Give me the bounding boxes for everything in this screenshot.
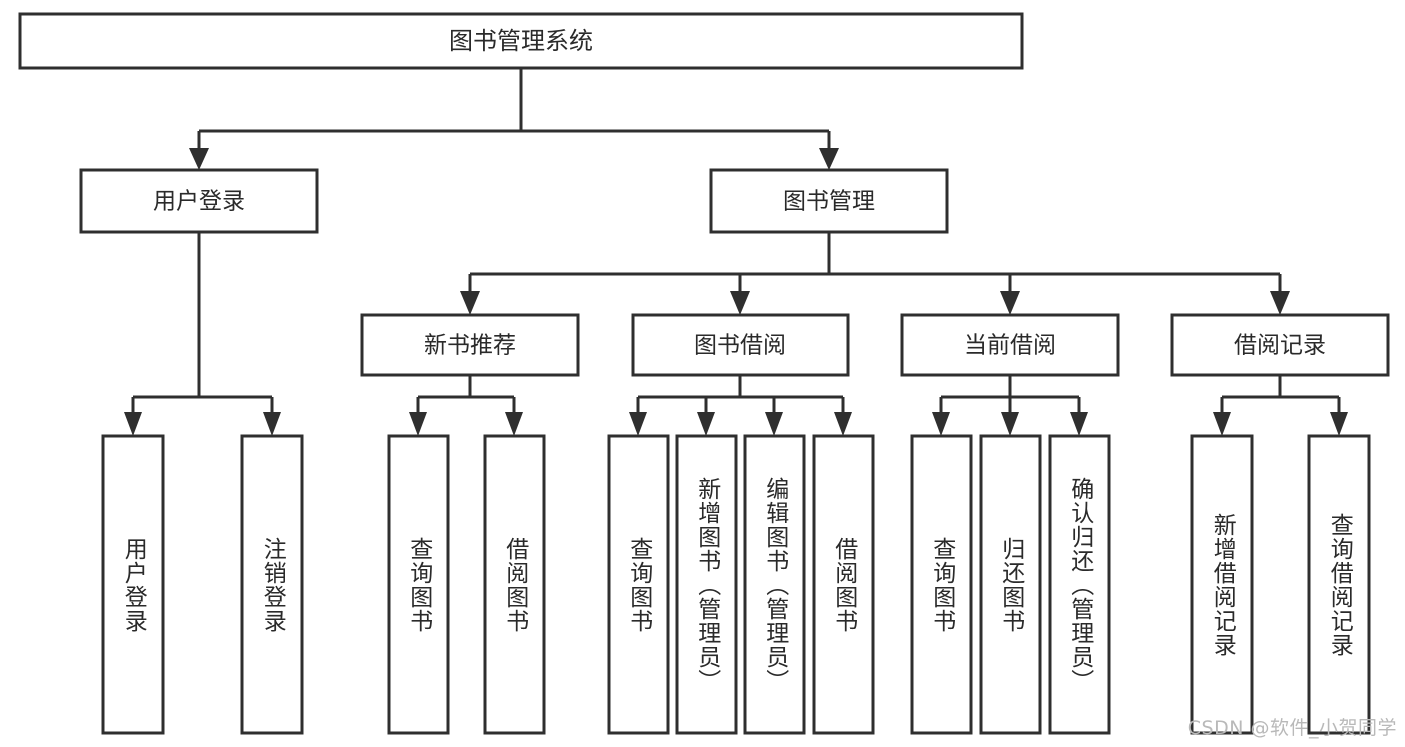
- connector-group-borrow-record: [1213, 375, 1348, 436]
- leaf-box-user-login-2[interactable]: [240, 434, 304, 735]
- arrowhead-book-manage: [819, 148, 839, 170]
- node-book-borrow[interactable]: 图书借阅: [631, 313, 850, 377]
- leaf-box-borrow-record-1[interactable]: [1190, 434, 1254, 735]
- node-new-book-recommend-box[interactable]: [360, 313, 580, 377]
- node-current-borrow-label: 当前借阅: [964, 333, 1056, 359]
- arrowhead-leaf-ul-2: [263, 412, 281, 436]
- leaf-box-book-borrow-2[interactable]: [675, 434, 738, 735]
- arrowhead-leaf-bb-3: [765, 412, 783, 436]
- node-book-borrow-box[interactable]: [631, 313, 850, 377]
- node-new-book-recommend[interactable]: 新书推荐: [360, 313, 580, 377]
- node-root-box[interactable]: [18, 12, 1024, 70]
- arrowhead-leaf-br-1: [1213, 412, 1231, 436]
- node-borrow-record-label: 借阅记录: [1234, 333, 1326, 359]
- connector-group-root: [189, 68, 839, 170]
- leaf-box-new-book-2[interactable]: [483, 434, 546, 735]
- leaf-box-book-borrow-1[interactable]: [607, 434, 670, 735]
- node-new-book-recommend-label: 新书推荐: [424, 333, 516, 359]
- arrowhead-current-borrow: [1000, 291, 1020, 315]
- arrowhead-leaf-br-2: [1330, 412, 1348, 436]
- leaf-box-current-borrow-2[interactable]: [979, 434, 1042, 735]
- leaf-box-user-login-1[interactable]: [101, 434, 165, 735]
- node-current-borrow-box[interactable]: [900, 313, 1120, 377]
- arrowhead-leaf-nb-2: [505, 412, 523, 436]
- leaf-box-current-borrow-3[interactable]: [1048, 434, 1111, 735]
- arrowhead-leaf-cb-1: [932, 412, 950, 436]
- connector-group-book-manage: [460, 232, 1290, 315]
- arrowhead-book-borrow: [730, 291, 750, 315]
- node-user-login-box[interactable]: [79, 168, 319, 234]
- node-user-login[interactable]: 用户登录: [79, 168, 319, 234]
- node-user-login-label: 用户登录: [153, 189, 245, 215]
- connector-group-book-borrow: [629, 375, 852, 436]
- arrowhead-leaf-nb-1: [409, 412, 427, 436]
- node-book-borrow-label: 图书借阅: [694, 333, 786, 359]
- arrowhead-leaf-bb-4: [834, 412, 852, 436]
- node-root[interactable]: 图书管理系统: [18, 12, 1024, 70]
- leaf-box-borrow-record-2[interactable]: [1307, 434, 1371, 735]
- leaf-box-new-book-1[interactable]: [387, 434, 450, 735]
- arrowhead-leaf-cb-2: [1001, 412, 1019, 436]
- arrowhead-borrow-record: [1270, 291, 1290, 315]
- connector-group-new-book: [409, 375, 523, 436]
- node-book-manage[interactable]: 图书管理: [709, 168, 949, 234]
- node-root-label: 图书管理系统: [449, 27, 593, 55]
- arrowhead-user-login: [189, 148, 209, 170]
- node-book-manage-box[interactable]: [709, 168, 949, 234]
- node-borrow-record[interactable]: 借阅记录: [1170, 313, 1390, 377]
- node-current-borrow[interactable]: 当前借阅: [900, 313, 1120, 377]
- arrowhead-leaf-bb-2: [697, 412, 715, 436]
- arrowhead-leaf-bb-1: [629, 412, 647, 436]
- arrowhead-leaf-cb-3: [1070, 412, 1088, 436]
- connector-group-user-login: [124, 232, 281, 436]
- leaf-box-book-borrow-3[interactable]: [743, 434, 806, 735]
- leaf-box-current-borrow-1[interactable]: [910, 434, 973, 735]
- leaf-box-group: [101, 434, 1371, 735]
- node-book-manage-label: 图书管理: [783, 189, 875, 215]
- node-borrow-record-box[interactable]: [1170, 313, 1390, 377]
- watermark: CSDN @软件_小贺同学: [1187, 717, 1397, 739]
- connector-group-current-borrow: [932, 375, 1088, 436]
- arrowhead-leaf-ul-1: [124, 412, 142, 436]
- arrowhead-new-book: [460, 291, 480, 315]
- leaf-box-book-borrow-4[interactable]: [812, 434, 875, 735]
